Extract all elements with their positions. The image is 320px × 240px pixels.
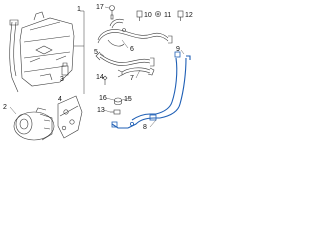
callout-17: 17	[96, 4, 104, 11]
sensor-part	[61, 62, 69, 76]
callout-13: 13	[97, 107, 105, 114]
callout-1: 1	[77, 6, 81, 13]
hose-part-5	[95, 51, 155, 67]
refrigerant-line-part-8	[111, 55, 191, 129]
hose-part-7	[117, 67, 155, 78]
line-fittings	[111, 51, 181, 128]
cooling-assembly-part	[9, 11, 75, 93]
bracket-part	[57, 95, 83, 139]
callout-12: 12	[185, 12, 193, 19]
parts-diagram	[9, 5, 191, 141]
compressor-part	[13, 107, 55, 141]
fastener-parts	[102, 5, 184, 115]
callout-15: 15	[124, 96, 132, 103]
callout-10: 10	[144, 12, 152, 19]
callout-4: 4	[58, 96, 62, 103]
callout-16: 16	[99, 95, 107, 102]
hose-part-6	[97, 18, 173, 47]
callout-2: 2	[3, 104, 7, 111]
callout-7: 7	[130, 75, 134, 82]
callout-14: 14	[96, 74, 104, 81]
callout-11: 11	[164, 12, 172, 19]
callout-9: 9	[176, 46, 180, 53]
callout-8: 8	[143, 124, 147, 131]
callout-5: 5	[94, 49, 98, 56]
callout-3: 3	[60, 76, 64, 83]
callout-6: 6	[130, 46, 134, 53]
callout-bracket	[74, 10, 85, 94]
